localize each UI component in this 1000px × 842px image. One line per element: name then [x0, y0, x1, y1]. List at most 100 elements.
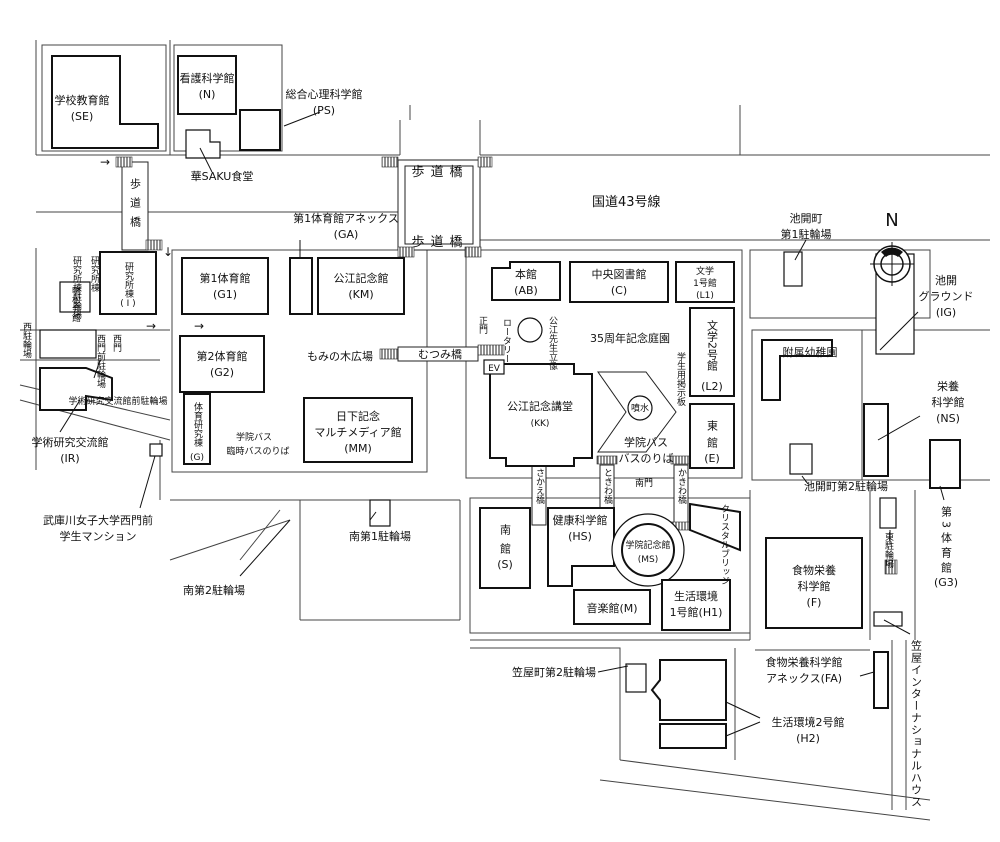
label-kakiwa: かきわ橋 [676, 468, 687, 505]
bldg-ikekai-lot2[interactable] [789, 443, 813, 475]
north-arrow: N [870, 210, 914, 286]
bldg-west-gate-block[interactable] [39, 329, 97, 359]
label-ab-name: 本館 [515, 267, 537, 281]
label-kasaya-lot2: 笠屋町第2駐輪場 [512, 665, 596, 679]
svg-text:→: → [146, 319, 156, 333]
bldg-m[interactable] [573, 589, 651, 625]
bldg-km[interactable] [317, 257, 405, 315]
label-l1-name1: 文学 [696, 265, 714, 277]
bldg-crystal[interactable] [689, 502, 741, 552]
label-h1-name: 生活環境 [674, 589, 718, 603]
label-momi: もみの木広場 [307, 350, 373, 363]
label-kk-code: (KK) [531, 419, 550, 429]
label-e-code: (E) [704, 452, 720, 465]
label-crystal: クリスタルブリッジ [719, 504, 730, 585]
label-h2-code: (H2) [796, 732, 820, 745]
bldg-g1[interactable] [181, 257, 269, 315]
label-l2-code: (L2) [701, 380, 723, 393]
bldg-research-institute[interactable] [99, 251, 157, 315]
ev-box[interactable] [483, 359, 505, 375]
bldg-g2[interactable] [179, 335, 265, 393]
svg-text:→: → [100, 155, 110, 169]
label-l2-name: 文学2号館 [706, 319, 719, 372]
bldg-h2[interactable] [650, 659, 727, 721]
label-s-code: (S) [497, 558, 513, 571]
bldg-l2[interactable] [689, 307, 735, 397]
bldg-h2-annex[interactable] [659, 723, 727, 749]
label-ab-code: (AB) [514, 284, 538, 297]
label-ev: EV [488, 364, 501, 374]
bldg-l1[interactable] [675, 261, 735, 303]
north-label: N [885, 210, 898, 231]
bldg-hs[interactable] [547, 507, 615, 587]
label-g1-name: 第1体育館 [200, 271, 251, 285]
label-ps-code: (PS) [313, 104, 335, 117]
bldg-c[interactable] [569, 261, 669, 303]
label-ms-name: 学院記念館 [625, 539, 670, 551]
bldg-se[interactable] [51, 55, 159, 149]
labels: 国道43号線 学校教育館 (SE) 看護科学館 (N) 総合心理科学館 (PS)… [21, 71, 974, 808]
label-hodokyo-vertical: 歩道橋 [129, 177, 142, 235]
bldg-f[interactable] [765, 537, 863, 629]
bldg-g[interactable] [183, 393, 211, 465]
bldg-ikekai-lot1[interactable] [783, 251, 803, 287]
bldg-mm[interactable] [303, 397, 413, 463]
label-ikekai-lot1-2: 第1駐輪場 [781, 227, 832, 241]
label-ga-code: (GA) [334, 228, 359, 241]
bldg-ir[interactable] [39, 367, 113, 411]
bldg-kindergarten[interactable] [761, 339, 833, 401]
bldg-ns[interactable] [863, 403, 889, 477]
label-research-institute: 研究所棟 [123, 262, 134, 299]
label-kk-name: 公江記念講堂 [507, 399, 573, 413]
label-f-name1: 食物栄養 [792, 563, 836, 577]
label-intl-house: 笠屋インターナショナルハウス [910, 639, 923, 808]
bldg-hanasaku[interactable] [185, 129, 221, 159]
bldg-intl-house[interactable] [873, 611, 903, 627]
label-bus1-line1: 学院バス [236, 431, 272, 443]
label-tokiwa: ときわ橋 [602, 468, 613, 505]
bldg-h1[interactable] [661, 579, 731, 631]
rotary [517, 317, 543, 343]
bldg-east-lot[interactable] [879, 497, 897, 529]
label-bus2-line2: バスのりば [619, 452, 674, 465]
label-research-lot: 研究所棟駐輪場 [71, 256, 82, 320]
bldg-s[interactable] [479, 507, 531, 589]
bldg-ga[interactable] [289, 257, 313, 315]
bldg-n[interactable] [177, 55, 237, 115]
bldg-mansion[interactable] [149, 443, 163, 457]
label-g-code: (G) [190, 453, 204, 463]
label-km-name: 公江記念館 [334, 271, 389, 285]
bldg-ab[interactable] [491, 261, 561, 301]
label-h1-code: 1号館(H1) [670, 605, 723, 619]
bldg-meisho[interactable] [59, 281, 91, 313]
label-mansion-2: 学生マンション [60, 529, 137, 543]
bldg-kk[interactable] [489, 363, 593, 467]
footbridges [115, 156, 898, 575]
road-name: 国道43号線 [592, 194, 661, 210]
svg-text:↓: ↓ [163, 245, 173, 259]
bldg-south-lot1[interactable] [369, 499, 391, 527]
bldg-g3[interactable] [929, 439, 961, 489]
bldg-fa[interactable] [873, 651, 889, 709]
label-g2-name: 第2体育館 [197, 349, 248, 363]
label-south-gate: 南門 [635, 477, 653, 489]
buildings [39, 55, 961, 749]
label-g2-code: (G2) [210, 366, 234, 379]
label-rotary: ロータリー [501, 318, 512, 363]
bldg-ps[interactable] [239, 109, 281, 151]
bldg-kasaya-lot2[interactable] [625, 663, 647, 693]
label-c-code: (C) [611, 284, 627, 297]
label-hodokyo-bottom: 歩道橋 [411, 235, 468, 250]
label-west-gate-front-lot: 西門前駐輪場 [95, 334, 106, 389]
label-ig-name1: 池開 [935, 274, 957, 287]
label-statue: 公江先生立像 [547, 316, 558, 370]
label-g3-name: 第3体育館 [940, 505, 953, 577]
label-sakae: さかえ橋 [534, 468, 545, 505]
label-g3-code: (G3) [934, 576, 958, 589]
bldg-ms[interactable] [621, 523, 675, 577]
label-h2-name: 生活環境2号館 [772, 715, 845, 729]
label-l1-code: (L1) [696, 291, 714, 301]
bldg-e[interactable] [689, 403, 735, 469]
label-meisho: 鳴松会館 [70, 285, 81, 323]
label-fa-name1: 食物栄養科学館 [766, 655, 843, 669]
